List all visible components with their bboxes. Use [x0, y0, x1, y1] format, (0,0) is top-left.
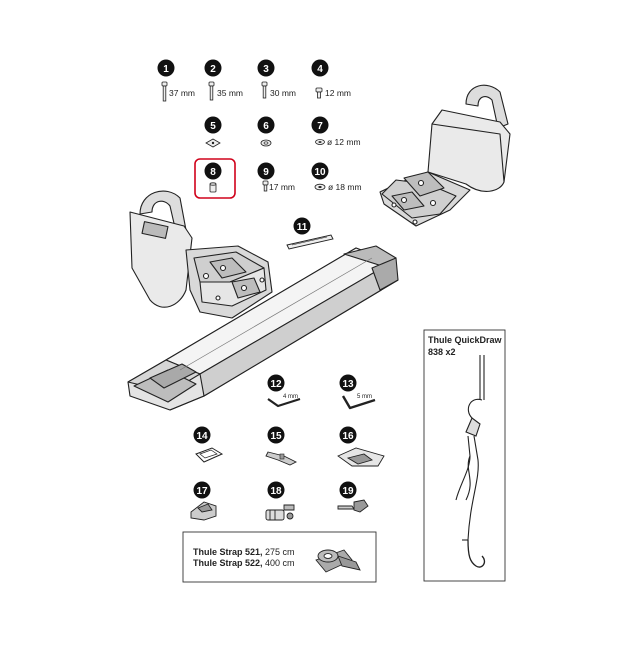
bolt-icon	[161, 81, 168, 102]
part-13-hex-key: 13 5 mm	[339, 374, 376, 410]
washer-icon	[315, 139, 325, 145]
highlight-box	[194, 158, 236, 199]
part-9-label: 17 mm	[269, 182, 295, 192]
part-12-label: 4 mm	[283, 394, 298, 400]
part-2-bolt: 2 35 mm	[204, 59, 243, 101]
part-8-spacer: 8	[194, 158, 236, 199]
part-8-number: 8	[210, 167, 216, 178]
quickdraw-strap-icon	[455, 355, 486, 568]
saddle-right-illustration	[379, 84, 511, 227]
bolt-icon	[262, 180, 269, 192]
part-7-number: 7	[317, 121, 323, 132]
bolt-icon	[261, 81, 268, 99]
spacer-sleeve-icon	[209, 182, 217, 193]
saddle-left-illustration	[129, 190, 273, 319]
part-3-bolt: 3 30 mm	[257, 59, 296, 99]
part-6-number: 6	[263, 121, 269, 132]
part-1-bolt: 1 37 mm	[157, 59, 195, 102]
part-9-number: 9	[263, 167, 269, 178]
strap-521-length: 275 cm	[263, 547, 295, 557]
main-rail-illustration	[127, 245, 399, 411]
part-17-number: 17	[196, 486, 208, 497]
part-9-bolt: 9 17 mm	[257, 162, 295, 192]
nut-icon	[260, 139, 272, 147]
part-3-label: 30 mm	[270, 88, 296, 98]
part-11-number: 11	[297, 222, 308, 233]
part-5-number: 5	[210, 121, 216, 132]
part-1-label: 37 mm	[169, 88, 195, 98]
quickdraw-title: Thule QuickDraw	[428, 335, 503, 345]
u-clip-icon	[195, 447, 224, 463]
part-19-number: 19	[342, 486, 354, 497]
part-10-washer: 10 ø 18 mm	[311, 162, 362, 192]
strap-522-line: Thule Strap 522, 400 cm	[193, 558, 295, 568]
part-5-square-washer: 5	[204, 116, 222, 148]
strap-522-name: Thule Strap 522,	[193, 558, 263, 568]
part-3-number: 3	[263, 64, 269, 75]
bolt-icon	[208, 81, 215, 101]
part-17-end-cap: 17	[190, 481, 217, 521]
key-icon	[337, 499, 369, 513]
part-13-label: 5 mm	[357, 394, 372, 400]
short-bolt-icon	[315, 87, 323, 99]
part-11-plate: 11	[286, 217, 334, 250]
strap-521-line: Thule Strap 521, 275 cm	[193, 547, 295, 557]
part-4-bolt: 4 12 mm	[311, 59, 351, 99]
part-16-block: 16	[337, 426, 385, 467]
part-7-washer: 7 ø 12 mm	[311, 116, 361, 147]
part-13-number: 13	[342, 379, 354, 390]
part-16-number: 16	[342, 431, 354, 442]
part-18-lock: 18	[265, 481, 295, 521]
part-6-nut: 6	[257, 116, 275, 147]
part-14-number: 14	[196, 431, 208, 442]
strap-box: Thule Strap 521, 275 cm Thule Strap 522,…	[182, 531, 377, 583]
part-18-number: 18	[270, 486, 282, 497]
part-2-label: 35 mm	[217, 88, 243, 98]
bracket-icon	[265, 451, 298, 466]
part-12-hex-key: 12 4 mm	[267, 374, 301, 408]
end-cap-icon	[190, 501, 217, 521]
part-4-number: 4	[317, 64, 323, 75]
strap-522-length: 400 cm	[263, 558, 295, 568]
mounting-plate-icon	[286, 234, 334, 250]
quickdraw-subtitle: 838 x2	[428, 347, 456, 357]
part-19-key: 19	[337, 481, 369, 513]
part-15-bracket: 15	[265, 426, 298, 466]
part-4-label: 12 mm	[325, 88, 351, 98]
strap-521-name: Thule Strap 521,	[193, 547, 263, 557]
part-12-number: 12	[270, 379, 282, 390]
lock-cylinder-icon	[265, 504, 295, 521]
pad-block-icon	[337, 447, 385, 467]
allen-key-icon	[341, 395, 376, 410]
part-2-number: 2	[210, 64, 216, 75]
part-10-label: ø 18 mm	[328, 182, 362, 192]
part-14-clip: 14	[193, 426, 224, 463]
part-15-number: 15	[270, 431, 282, 442]
allen-key-icon	[267, 397, 301, 408]
part-1-number: 1	[163, 64, 169, 75]
quickdraw-box: Thule QuickDraw 838 x2	[423, 329, 506, 582]
part-7-label: ø 12 mm	[327, 137, 361, 147]
washer-icon	[314, 183, 326, 191]
square-washer-icon	[205, 138, 221, 148]
strap-roll-icon	[315, 549, 361, 573]
part-10-number: 10	[314, 167, 326, 178]
